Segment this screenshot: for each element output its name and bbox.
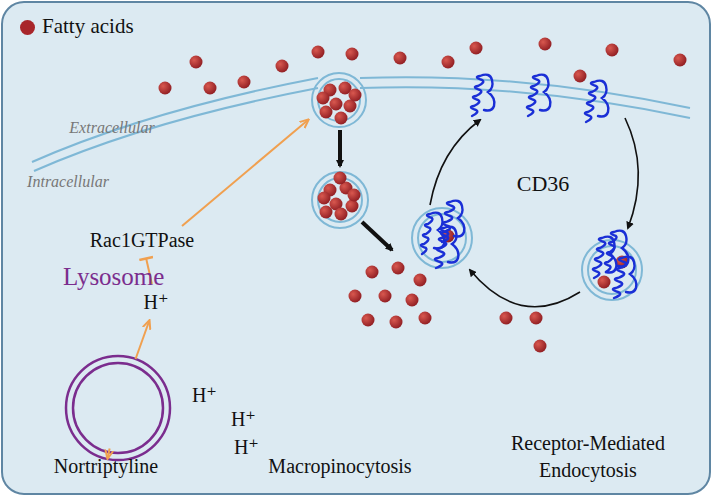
cell-membrane: [32, 77, 690, 171]
proton-label: H⁺: [234, 436, 259, 458]
process-arrow: [338, 130, 342, 166]
fatty-acid-dot: [470, 42, 483, 55]
fatty-acid-dot: [276, 60, 289, 73]
process-label: Receptor-Mediated Endocytosis: [483, 430, 693, 484]
cd36-protein: [435, 227, 458, 268]
cd36-protein: [585, 81, 608, 122]
region-label: Intracellular: [27, 173, 109, 191]
node-text: Rac1GTPase: [90, 229, 194, 252]
fatty-acid-dot: [539, 38, 552, 51]
fatty-acid-dot: [238, 76, 251, 89]
fatty-acid-dot: [320, 106, 333, 119]
lysosome-node: LysosomeH⁺H⁺H⁺: [73, 363, 163, 453]
fatty-acid-dot: [379, 290, 392, 303]
fatty-acid-dot: [598, 276, 611, 289]
fatty-acid-dot: [406, 294, 419, 307]
process-label: Macropinocytosis: [268, 455, 411, 478]
region-label: Extracellular: [69, 119, 154, 137]
activation-arrow: [182, 120, 308, 226]
fatty-acid-dot: [349, 290, 362, 303]
fatty-acid-dot: [317, 92, 330, 105]
vesicles: [312, 73, 642, 300]
cd36-protein: [527, 75, 550, 116]
cd36-protein: [613, 257, 636, 298]
cd36-proteins: [421, 75, 636, 298]
fatty-acid-dot: [204, 82, 217, 95]
fatty-acid-dot: [574, 70, 587, 83]
fatty-acid-dot: [366, 266, 379, 279]
node-heading: Lysosome: [63, 263, 164, 290]
fatty-acid-dot: [362, 314, 375, 327]
cd36-protein: [605, 231, 628, 272]
fatty-acid-dot: [335, 208, 348, 221]
fatty-acid-dot: [334, 172, 347, 185]
proton-label: H⁺: [231, 408, 256, 430]
fatty-acid-dot: [414, 274, 427, 287]
fatty-acid-dot: [318, 192, 331, 205]
cd36-protein: [471, 75, 494, 116]
fatty-acid-dot: [190, 56, 203, 69]
fatty-acid-dots: [159, 38, 687, 353]
legend-text: Fatty acids: [42, 14, 134, 39]
protein-label: CD36: [517, 171, 570, 197]
fatty-acid-dot: [394, 52, 407, 65]
fatty-acid-dot: [348, 189, 361, 202]
fatty-acid-dot: [419, 312, 432, 325]
fatty-acid-dot: [392, 262, 405, 275]
cycle-arrows: [430, 118, 638, 307]
node-text: H⁺: [144, 290, 169, 314]
fatty-acid-dot: [390, 316, 403, 329]
activation-connector: [136, 321, 150, 359]
fatty-acid-dot: [674, 54, 687, 67]
fatty-acid-dot: [500, 312, 513, 325]
fatty-acid-dot: [159, 82, 172, 95]
legend-swatch: [20, 20, 35, 35]
proton-label: H⁺: [192, 384, 217, 406]
fatty-acid-dot: [312, 46, 325, 59]
proton-node: H⁺: [141, 288, 172, 316]
fatty-acid-dot: [349, 89, 362, 102]
lysosome-membrane: [66, 356, 170, 460]
process-arrow: [362, 222, 392, 250]
fatty-acid-dot: [606, 44, 619, 57]
node-text: Nortriptyline: [54, 455, 158, 478]
enzyme-node: Rac1GTPase: [87, 227, 197, 254]
fatty-acid-dot: [320, 206, 333, 219]
fatty-acid-dot: [530, 312, 543, 325]
fatty-acid-dot: [335, 112, 348, 125]
fatty-acid-dot: [442, 56, 455, 69]
fatty-acid-dot: [346, 48, 359, 61]
fatty-acid-dot: [346, 200, 359, 213]
drug-node: Nortriptyline: [51, 453, 161, 480]
fatty-acid-dot: [534, 340, 547, 353]
